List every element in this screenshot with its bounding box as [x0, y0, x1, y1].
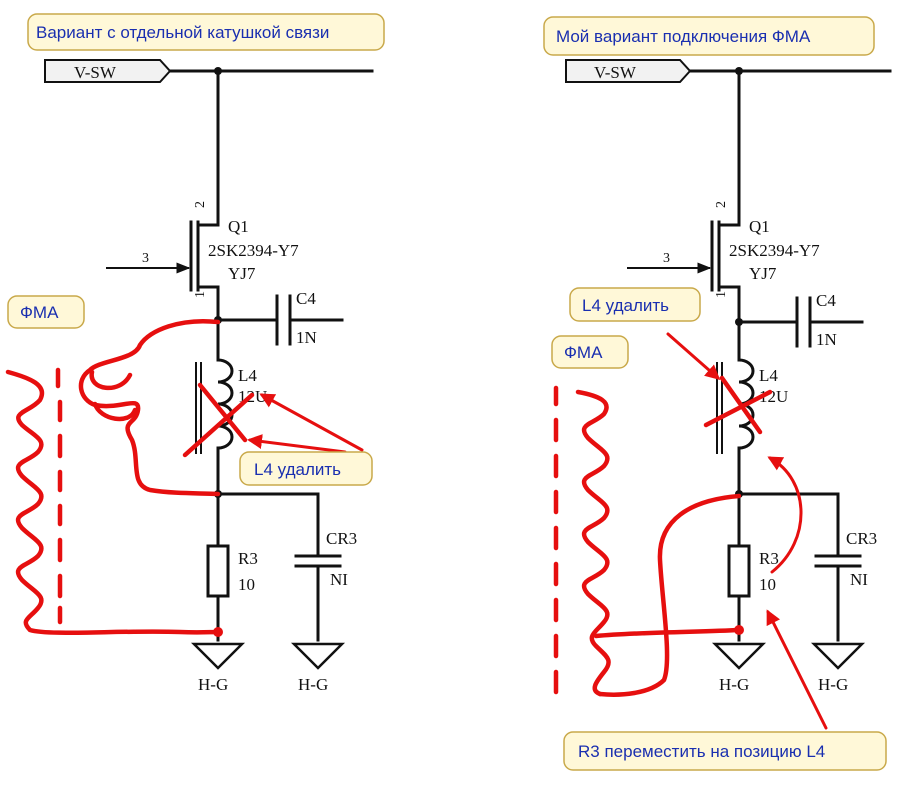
right-vsw-label: V-SW: [594, 63, 637, 82]
right-schematic: Мой вариант подключения ФМА V-SW 2 3 1 Q…: [543, 16, 892, 771]
left-l4-remove-callout: L4 удалить: [239, 451, 373, 486]
right-c4-ref: C4: [816, 291, 836, 310]
left-c4-capacitor: C4 1N: [216, 289, 344, 347]
right-r3-move-label: R3 переместить на позицию L4: [578, 742, 825, 761]
left-title-callout: Вариант с отдельной катушкой связи: [27, 13, 385, 51]
right-fma-label: ФМА: [564, 343, 603, 362]
left-pin-gate: 3: [142, 251, 149, 266]
right-q1-mark: YJ7: [749, 264, 777, 283]
left-gnd2-label: H-G: [298, 675, 328, 694]
left-l4-remove-label: L4 удалить: [254, 460, 341, 479]
left-fma-label: ФМА: [20, 303, 59, 322]
left-pin-source: 1: [193, 291, 208, 298]
right-q1-part: 2SK2394-Y7: [729, 241, 820, 260]
right-title-callout: Мой вариант подключения ФМА: [543, 16, 875, 56]
right-pin-gate: 3: [663, 251, 670, 266]
right-pin-source: 1: [714, 291, 729, 298]
left-title: Вариант с отдельной катушкой связи: [36, 23, 329, 42]
left-r3-val: 10: [238, 575, 255, 594]
right-c4-capacitor: C4 1N: [737, 291, 864, 349]
right-l4-inductor: L4 12U: [716, 358, 788, 454]
left-cr3-ref: CR3: [326, 529, 357, 548]
left-cr3-capacitor: CR3 NI: [216, 492, 357, 642]
left-r3-resistor: R3 10: [206, 544, 258, 598]
left-c4-val: 1N: [296, 328, 317, 347]
left-l4-ref: L4: [238, 366, 257, 385]
right-r3-move-callout: R3 переместить на позицию L4: [563, 731, 887, 771]
left-ground-1: H-G: [190, 642, 246, 694]
right-l4-remove-callout: L4 удалить: [569, 287, 701, 322]
left-gnd1-label: H-G: [198, 675, 228, 694]
left-q1-part: 2SK2394-Y7: [208, 241, 299, 260]
right-vsw-flag: V-SW: [565, 59, 692, 83]
right-title: Мой вариант подключения ФМА: [556, 27, 811, 46]
right-c4-val: 1N: [816, 330, 837, 349]
right-cr3-capacitor: CR3 NI: [737, 492, 877, 642]
left-q1-ref: Q1: [228, 217, 249, 236]
left-cr3-val: NI: [330, 570, 348, 589]
left-schematic: Вариант с отдельной катушкой связи V-SW …: [5, 13, 385, 694]
left-vsw-label: V-SW: [74, 63, 117, 82]
right-ground-1: H-G: [711, 642, 767, 694]
right-red-markup: [553, 332, 828, 730]
left-ground-2: H-G: [290, 642, 346, 694]
right-q1-mosfet: 3 1 Q1 2SK2394-Y7 YJ7: [627, 217, 820, 298]
left-fma-callout: ФМА: [7, 295, 85, 329]
right-cr3-val: NI: [850, 570, 868, 589]
left-red-markup: [5, 319, 364, 637]
left-q1-mosfet: 3 1 Q1 2SK2394-Y7 YJ7: [106, 217, 299, 298]
left-r3-ref: R3: [238, 549, 258, 568]
left-c4-ref: C4: [296, 289, 316, 308]
right-l4-remove-label: L4 удалить: [582, 296, 669, 315]
right-r3-ref: R3: [759, 549, 779, 568]
right-ground-2: H-G: [810, 642, 866, 694]
right-r3-val: 10: [759, 575, 776, 594]
right-q1-ref: Q1: [749, 217, 770, 236]
right-fma-callout: ФМА: [551, 335, 629, 369]
right-cr3-ref: CR3: [846, 529, 877, 548]
right-r3-resistor: R3 10: [727, 544, 779, 598]
left-q1-mark: YJ7: [228, 264, 256, 283]
right-gnd2-label: H-G: [818, 675, 848, 694]
left-pin-drain: 2: [193, 201, 208, 208]
right-gnd1-label: H-G: [719, 675, 749, 694]
right-l4-ref: L4: [759, 366, 778, 385]
right-pin-drain: 2: [714, 201, 729, 208]
left-vsw-flag: V-SW: [44, 59, 172, 83]
